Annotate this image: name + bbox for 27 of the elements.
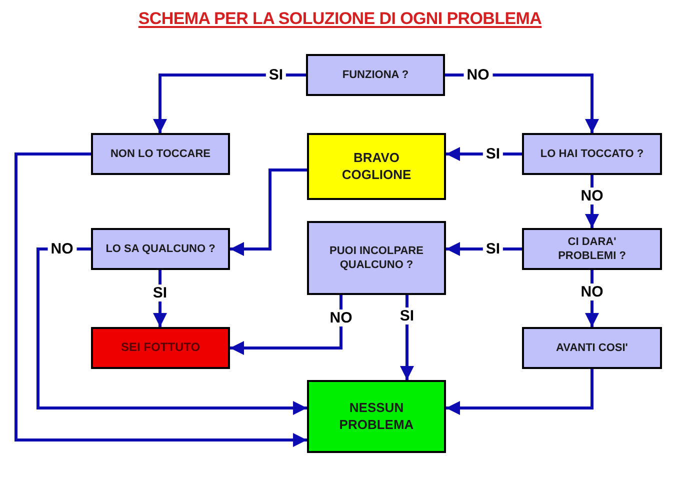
flowchart-box	[522, 133, 662, 175]
flowchart-box	[307, 133, 446, 200]
flowchart-box	[307, 221, 446, 295]
arrow	[153, 74, 306, 133]
box-label: FUNZIONA ?	[342, 68, 409, 82]
arrow	[230, 295, 342, 355]
flowchart-box	[522, 327, 662, 369]
box-label: NON LO TOCCARE	[110, 146, 211, 162]
diagram-title: SCHEMA PER LA SOLUZIONE DI OGNI PROBLEMA	[138, 8, 542, 30]
box-label: AVANTI COSI'	[556, 340, 628, 356]
flowchart-box	[307, 380, 446, 453]
box-label: LO SA QUALCUNO ?	[106, 242, 216, 256]
flowchart-box	[522, 228, 662, 270]
box-label: NESSUN PROBLEMA	[338, 400, 415, 434]
arrow	[14, 152, 307, 447]
box-label: BRAVO COGLIONE	[340, 150, 412, 184]
box-label: LO HAI TOCCATO ?	[540, 146, 644, 162]
flowchart-box	[91, 228, 230, 270]
arrow	[230, 168, 307, 256]
arrow	[446, 369, 594, 415]
arrow	[400, 295, 414, 380]
box-label: CI DARA' PROBLEMI ?	[557, 234, 627, 264]
box-label: SEI FOTTUTO	[120, 340, 200, 356]
flowchart-box	[91, 133, 230, 175]
flowchart-box	[306, 54, 445, 96]
box-label: PUOI INCOLPARE QUALCUNO ?	[328, 244, 424, 272]
flowchart-box	[91, 327, 230, 369]
